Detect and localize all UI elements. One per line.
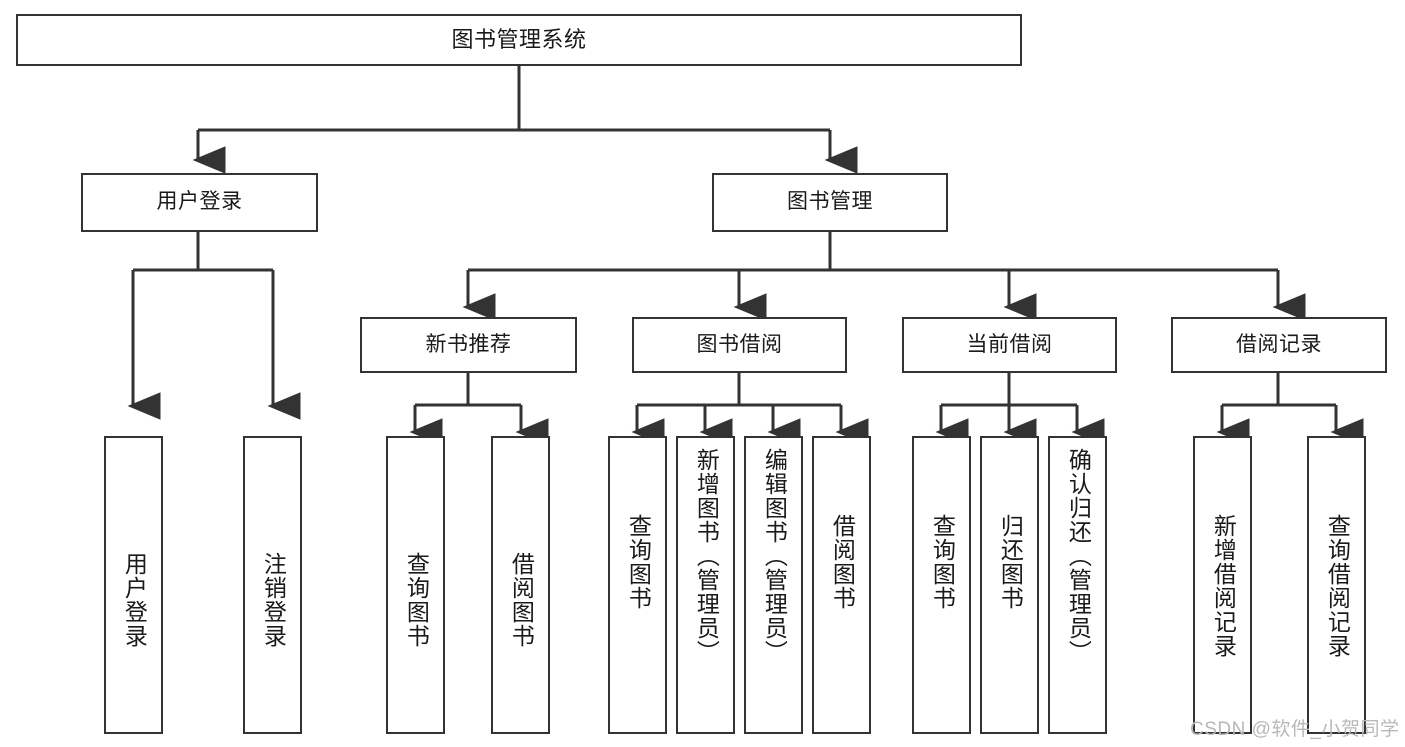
node-leaf-query-book-recommend[interactable]: 查询图书 bbox=[386, 436, 445, 734]
node-new-book-recommend[interactable]: 新书推荐 bbox=[360, 317, 577, 373]
node-label: 新增图书（管理员） bbox=[693, 448, 720, 664]
node-leaf-borrow-book-recommend[interactable]: 借阅图书 bbox=[491, 436, 550, 734]
node-leaf-query-book-borrow[interactable]: 查询图书 bbox=[608, 436, 667, 734]
node-label: 用户登录 bbox=[121, 552, 148, 648]
node-label: 查询图书 bbox=[625, 514, 652, 610]
node-label: 借阅记录 bbox=[1236, 332, 1322, 356]
node-label: 编辑图书（管理员） bbox=[761, 448, 788, 664]
node-label: 查询图书 bbox=[929, 514, 956, 610]
node-current-borrow[interactable]: 当前借阅 bbox=[902, 317, 1117, 373]
node-leaf-confirm-return[interactable]: 确认归还（管理员） bbox=[1048, 436, 1107, 734]
node-user-login[interactable]: 用户登录 bbox=[81, 173, 318, 232]
node-label: 查询图书 bbox=[403, 552, 430, 648]
node-root-book-management-system[interactable]: 图书管理系统 bbox=[16, 14, 1022, 66]
node-leaf-query-book-current[interactable]: 查询图书 bbox=[912, 436, 971, 734]
node-book-management[interactable]: 图书管理 bbox=[712, 173, 948, 232]
node-label: 新增借阅记录 bbox=[1210, 514, 1237, 658]
csdn-watermark: CSDN @软件_小贺同学 bbox=[1190, 719, 1400, 740]
node-label: 归还图书 bbox=[997, 514, 1024, 610]
node-label: 用户登录 bbox=[156, 190, 243, 214]
node-leaf-add-book[interactable]: 新增图书（管理员） bbox=[676, 436, 735, 734]
node-leaf-logout-login[interactable]: 注销登录 bbox=[243, 436, 302, 734]
node-leaf-edit-book[interactable]: 编辑图书（管理员） bbox=[744, 436, 803, 734]
node-label: 查询借阅记录 bbox=[1324, 514, 1351, 658]
node-label: 图书借阅 bbox=[696, 332, 783, 356]
node-label: 借阅图书 bbox=[829, 514, 856, 610]
node-leaf-user-login[interactable]: 用户登录 bbox=[104, 436, 163, 734]
node-label: 确认归还（管理员） bbox=[1065, 448, 1092, 664]
node-leaf-add-borrow-record[interactable]: 新增借阅记录 bbox=[1193, 436, 1252, 734]
node-label: 图书管理 bbox=[787, 190, 873, 214]
node-label: 注销登录 bbox=[260, 552, 287, 648]
node-book-borrow[interactable]: 图书借阅 bbox=[632, 317, 847, 373]
node-leaf-query-borrow-record[interactable]: 查询借阅记录 bbox=[1307, 436, 1366, 734]
node-label: 新书推荐 bbox=[425, 332, 512, 356]
node-label: 借阅图书 bbox=[508, 552, 535, 648]
node-borrow-record[interactable]: 借阅记录 bbox=[1171, 317, 1387, 373]
node-label: 图书管理系统 bbox=[451, 26, 587, 52]
node-label: 当前借阅 bbox=[966, 332, 1053, 356]
node-leaf-return-book[interactable]: 归还图书 bbox=[980, 436, 1039, 734]
node-leaf-borrow-book[interactable]: 借阅图书 bbox=[812, 436, 871, 734]
